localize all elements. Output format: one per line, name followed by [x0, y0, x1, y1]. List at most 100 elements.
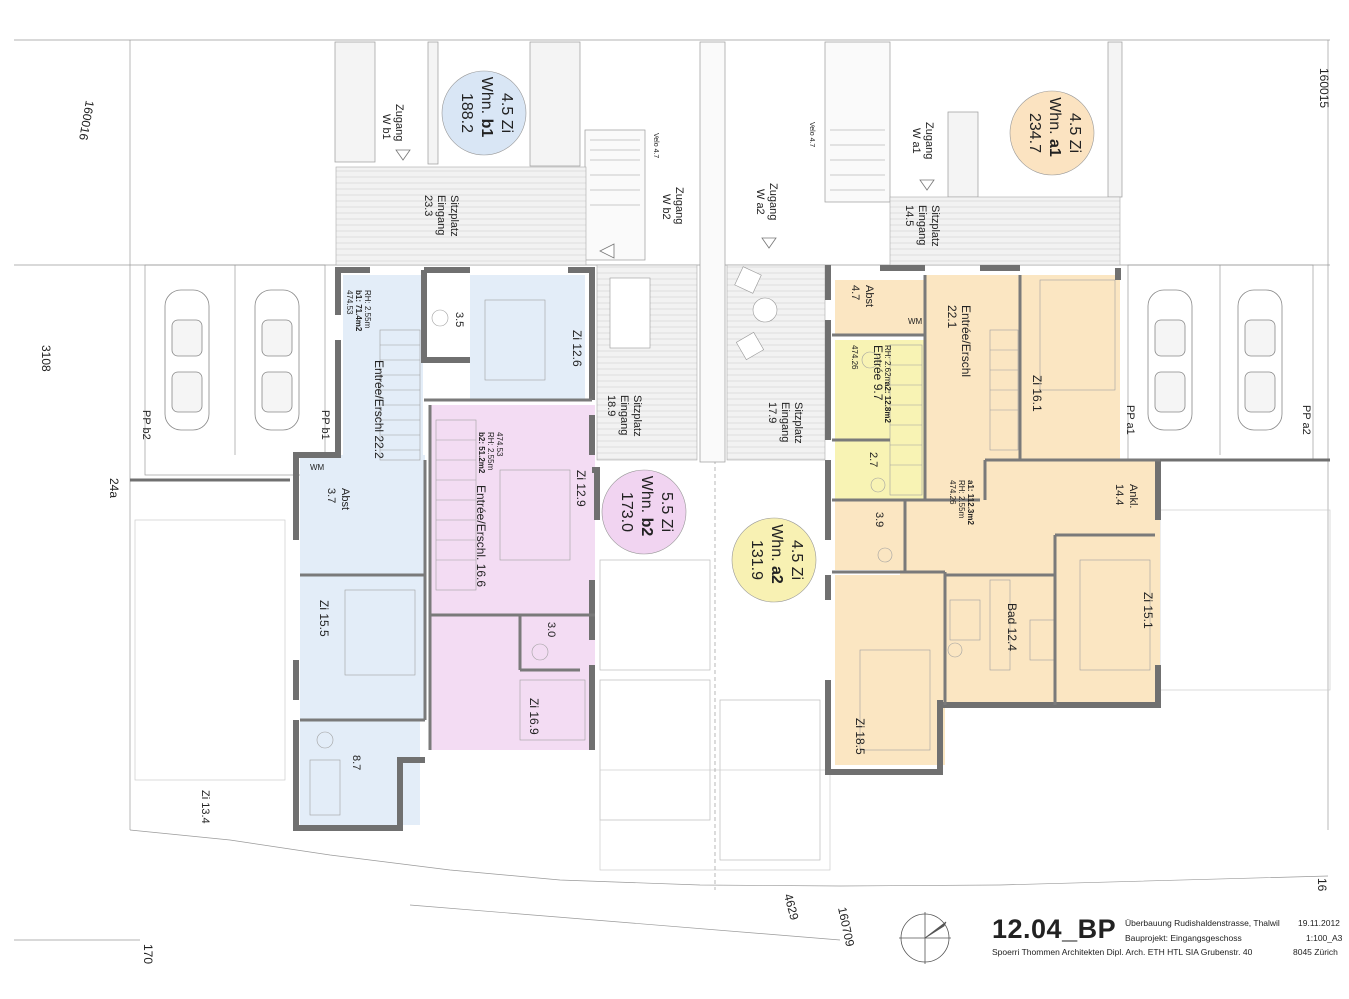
svg-text:2.7: 2.7: [867, 452, 879, 467]
interior-details: [309, 279, 1151, 816]
svg-text:Whn. b1: Whn. b1: [478, 77, 495, 138]
svg-text:Zugang: Zugang: [767, 183, 779, 220]
svg-text:Zugang: Zugang: [923, 122, 935, 159]
svg-text:b1: 71.4m2: b1: 71.4m2: [354, 290, 363, 332]
svg-text:RH: 2.55m: RH: 2.55m: [363, 290, 372, 329]
svg-text:Entrée/Erschl 22.2: Entrée/Erschl 22.2: [372, 360, 386, 459]
svg-text:PP a2: PP a2: [1300, 405, 1312, 435]
svg-text:Sitzplatz: Sitzplatz: [448, 195, 460, 237]
svg-text:Sitzplatz: Sitzplatz: [792, 402, 804, 444]
apartment-badge-b1: 4.5 Zi Whn. b1 188.2: [441, 70, 527, 156]
svg-text:3108: 3108: [39, 345, 53, 372]
svg-text:RH: 2.62m: RH: 2.62m: [883, 345, 892, 384]
walls: [293, 265, 1161, 831]
room-labels-b2: Entrée/Erschl. 16.6 474.53 RH: 2.55m b2:…: [199, 432, 588, 824]
svg-text:Entrée/Erschl. 16.6: Entrée/Erschl. 16.6: [474, 485, 488, 587]
terraces: [335, 166, 1121, 461]
svg-text:Zi 13.4: Zi 13.4: [199, 790, 211, 824]
svg-text:131.9: 131.9: [748, 540, 765, 580]
room-labels-b1: Entrée/Erschl 22.2 RH: 2.55m b1: 71.4m2 …: [310, 290, 584, 770]
svg-text:18.9: 18.9: [605, 395, 617, 416]
svg-text:474.53: 474.53: [345, 290, 354, 315]
svg-text:Sitzplatz: Sitzplatz: [631, 395, 643, 437]
apartment-badge-a1: 4.5 Zi Whn. a1 234.7: [1009, 90, 1095, 176]
room-labels-a1: Abst 4.7 WM Entrée/Erschl 22.1 Zi 16.1 a…: [849, 285, 1155, 755]
architect-city: 8045 Zürich: [1293, 947, 1338, 957]
svg-text:W a1: W a1: [910, 128, 922, 154]
inner-walls: [300, 275, 1160, 750]
svg-text:160015: 160015: [1317, 68, 1331, 108]
svg-text:Velo 4.7: Velo 4.7: [808, 122, 815, 147]
apartment-badge-a2: 4.5 Zi Whn. a2 131.9: [731, 517, 817, 603]
svg-text:24a: 24a: [107, 478, 121, 498]
svg-text:Eingang: Eingang: [779, 402, 791, 442]
svg-text:474.53: 474.53: [495, 432, 504, 457]
svg-text:RH: 2.55m: RH: 2.55m: [486, 432, 495, 471]
access-labels: Zugang W b1 Zugang W b2 Zugang W a2 Zuga…: [380, 104, 935, 224]
svg-text:Entrée/Erschl: Entrée/Erschl: [959, 305, 973, 377]
svg-text:WM: WM: [310, 463, 325, 472]
svg-text:Velo 4.7: Velo 4.7: [652, 133, 659, 158]
svg-text:Eingang: Eingang: [435, 195, 447, 235]
svg-text:a1: 112.3m2: a1: 112.3m2: [966, 480, 975, 525]
parking-spaces: [130, 264, 1330, 482]
architect: Spoerri Thommen Architekten Dipl. Arch. …: [992, 947, 1253, 957]
svg-text:188.2: 188.2: [458, 93, 475, 133]
car-icons: [164, 289, 1283, 431]
svg-text:W b1: W b1: [380, 114, 392, 140]
apartment-b2-fill: [430, 405, 595, 750]
sitzplatz-labels: Sitzplatz Eingang 23.3 Sitzplatz Eingang…: [422, 195, 941, 444]
svg-text:4.5 Zi: 4.5 Zi: [498, 93, 515, 133]
north-arrow-icon: [899, 912, 951, 964]
svg-text:474.26: 474.26: [948, 480, 957, 505]
svg-text:474.26: 474.26: [850, 345, 859, 370]
svg-text:4629: 4629: [781, 892, 802, 922]
svg-text:14.4: 14.4: [1113, 484, 1125, 505]
drawing-scale: 1:100_A3: [1306, 933, 1343, 943]
svg-text:Sitzplatz: Sitzplatz: [929, 205, 941, 247]
svg-text:160016: 160016: [76, 99, 97, 141]
drawing-number: 12.04_BP: [992, 914, 1117, 944]
svg-text:Zi 15.5: Zi 15.5: [317, 600, 331, 637]
svg-text:3.5: 3.5: [453, 312, 465, 327]
svg-text:Whn. a1: Whn. a1: [1046, 97, 1063, 157]
svg-text:a2: 12.8m2: a2: 12.8m2: [883, 382, 892, 423]
svg-text:PP a1: PP a1: [1124, 405, 1136, 435]
svg-text:Bad 12.4: Bad 12.4: [1005, 603, 1019, 651]
svg-text:23.3: 23.3: [422, 195, 434, 216]
svg-text:PP b1: PP b1: [319, 410, 331, 440]
entry-zone: [334, 41, 1123, 463]
title-block: 12.04_BP Überbauung Rudishaldenstrasse, …: [990, 914, 1345, 994]
parcel-numbers: 160016 160015 3108 24a 4629 160709 170 1…: [39, 68, 1331, 964]
room-labels-a2: RH: 2.62m a2: 12.8m2 Entrée 9.7 474.26 2…: [850, 345, 892, 467]
apartment-a2-fill: [835, 340, 925, 500]
svg-text:3.7: 3.7: [325, 488, 337, 503]
svg-text:W b2: W b2: [660, 194, 672, 220]
svg-text:3.0: 3.0: [545, 622, 557, 637]
svg-text:17.9: 17.9: [766, 402, 778, 423]
svg-text:Abst: Abst: [339, 488, 351, 510]
svg-text:Zi 12.9: Zi 12.9: [574, 470, 588, 507]
svg-text:Zugang: Zugang: [393, 104, 405, 141]
parking-labels: PP b2 PP b1 PP a1 PP a2: [140, 405, 1312, 440]
svg-text:RH: 2.55m: RH: 2.55m: [957, 480, 966, 519]
svg-text:14.5: 14.5: [903, 205, 915, 226]
svg-text:Whn. b2: Whn. b2: [638, 476, 655, 537]
svg-text:Zugang: Zugang: [673, 187, 685, 224]
svg-text:Zi 16.9: Zi 16.9: [527, 698, 541, 735]
svg-text:Zi 12.6: Zi 12.6: [570, 330, 584, 367]
svg-text:16: 16: [1315, 878, 1329, 892]
svg-text:3.9: 3.9: [873, 512, 885, 527]
apartment-badge-b2: 5.5 Zi Whn. b2 173.0: [601, 469, 687, 555]
drawing-date: 19.11.2012: [1298, 918, 1340, 928]
svg-text:Entrée 9.7: Entrée 9.7: [871, 345, 885, 401]
svg-text:Ankl.: Ankl.: [1127, 484, 1139, 508]
svg-text:Zi 15.1: Zi 15.1: [1141, 592, 1155, 629]
svg-text:160709: 160709: [835, 906, 857, 948]
svg-text:4.5 Zi: 4.5 Zi: [788, 540, 805, 580]
svg-text:WM: WM: [908, 317, 923, 326]
svg-text:W a2: W a2: [754, 189, 766, 215]
svg-text:b2: 51.2m2: b2: 51.2m2: [477, 432, 486, 474]
drawing-phase: Bauprojekt: Eingangsgeschoss: [1125, 933, 1242, 943]
